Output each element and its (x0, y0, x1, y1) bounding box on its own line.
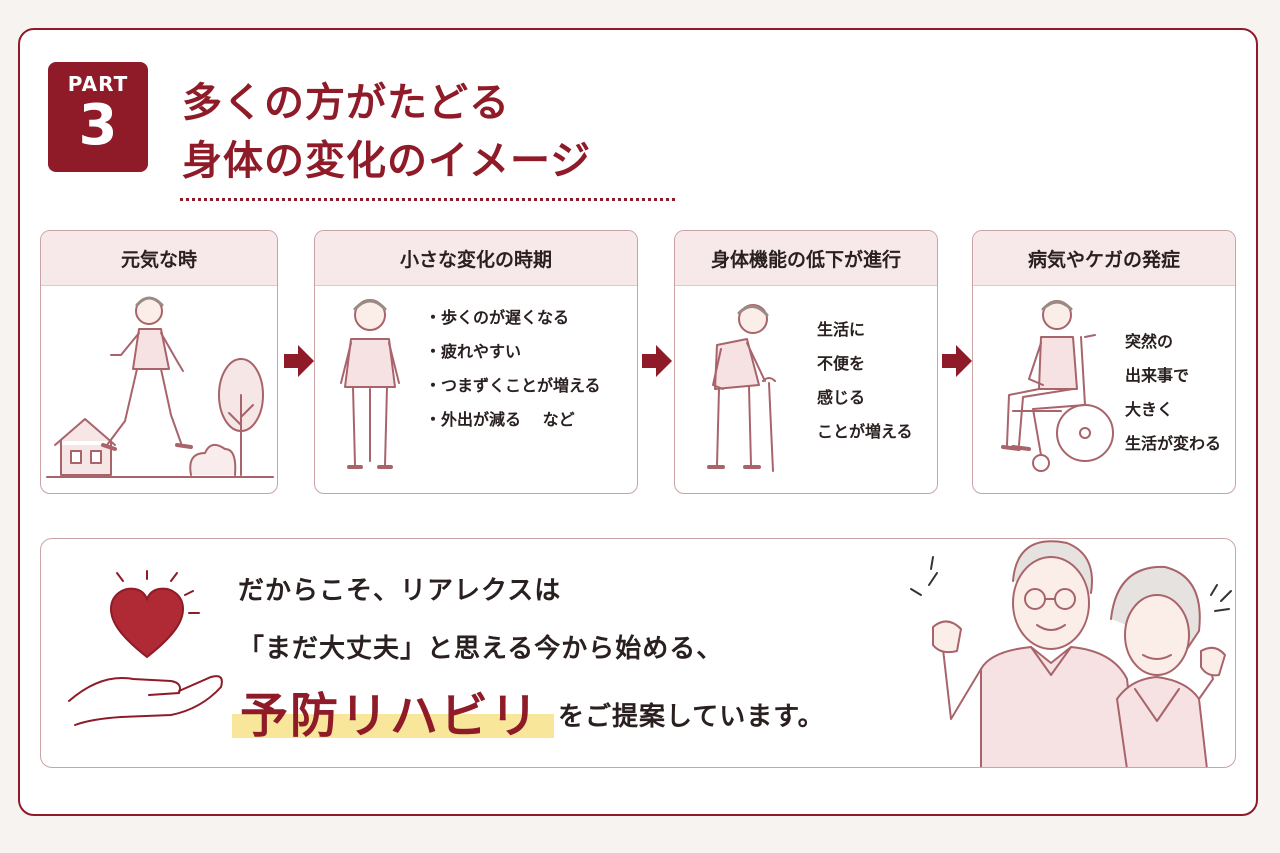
heart-in-hand-icon (68, 570, 223, 726)
man-with-cane-illustration (707, 304, 776, 472)
emphasis-highlight (232, 714, 554, 738)
stage-bullet: ・つまずくことが増える (425, 376, 601, 395)
stage-title: 元気な時 (41, 231, 277, 286)
arrow-right-icon (942, 345, 972, 377)
arrow-right-icon (642, 345, 672, 377)
stage-title: 身体機能の低下が進行 (675, 231, 937, 286)
stage-line: 生活が変わる (1125, 434, 1222, 453)
stage-line: ことが増える (817, 422, 913, 441)
page-title-line-1: 多くの方がたどる (182, 80, 510, 126)
wheelchair-man-illustration (1001, 300, 1114, 472)
title-dotted-divider (180, 198, 675, 201)
stage-bullet: ・歩くのが遅くなる (425, 308, 570, 327)
part-number: 3 (78, 93, 118, 158)
stage-card-decline: 身体機能の低下が進行 生活に 不便を 感じる ことが増える (674, 230, 938, 494)
stage-card-healthy: 元気な時 (40, 230, 278, 494)
senior-couple-illustration (910, 540, 1232, 767)
stage-line: 感じる (817, 388, 866, 407)
stage-line: 不便を (817, 354, 866, 373)
stage-card-small-changes: 小さな変化の時期 ・歩くのが遅くなる ・疲れやすい ・つまずくことが増える ・外… (314, 230, 638, 494)
arrow-right-icon (284, 345, 314, 377)
stage-line: 生活に (817, 320, 866, 339)
message-line-1: だからこそ、リアレクスは (238, 576, 562, 606)
message-line-3: をご提案しています。 (558, 702, 825, 732)
walking-man-illustration (46, 296, 274, 478)
stage-line: 出来事で (1125, 366, 1190, 385)
part-label: PART (67, 72, 129, 96)
stage-line: 大きく (1125, 400, 1174, 419)
message-line-2: 「まだ大丈夫」と思える今から始める、 (238, 634, 724, 664)
emphasis-text: 予防リハビリ (240, 688, 541, 744)
stage-line: 突然の (1125, 332, 1174, 351)
stage-bullet: ・疲れやすい (425, 342, 522, 361)
stage-title: 小さな変化の時期 (315, 231, 637, 286)
standing-man-illustration (340, 299, 400, 469)
part-badge: PART 3 (48, 62, 148, 172)
stage-bullet: ・外出が減る など (425, 410, 575, 429)
page-title-line-2: 身体の変化のイメージ (182, 138, 592, 184)
stage-card-illness: 病気やケガの発症 突然の 出来事で 大きく 生活が変わる (972, 230, 1236, 494)
stage-title: 病気やケガの発症 (973, 231, 1235, 286)
